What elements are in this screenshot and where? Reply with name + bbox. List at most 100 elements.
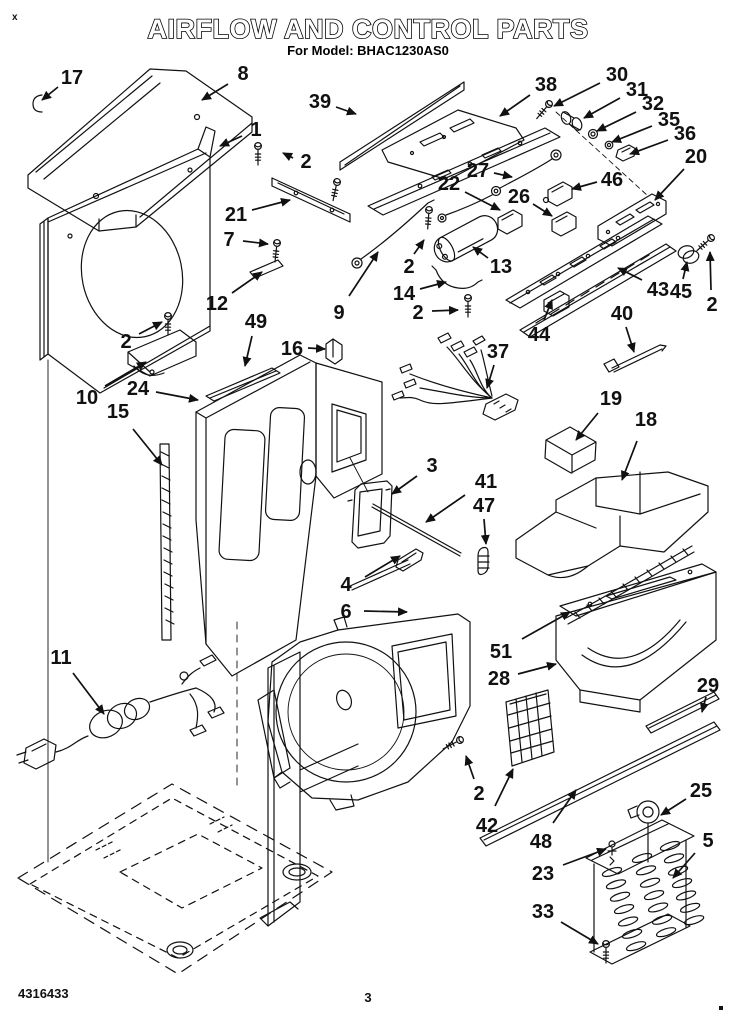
svg-text:15: 15 [107, 401, 129, 423]
part-power-cord-11 [16, 654, 225, 770]
part-partition-panel-24 [195, 354, 383, 677]
svg-text:10: 10 [76, 387, 98, 409]
callout-2-2: 2 [120, 321, 163, 353]
callout-28: 28 [488, 661, 557, 690]
callout-2-3: 2 [403, 239, 425, 278]
model-subtitle: For Model: BHAC1230AS0 [287, 43, 449, 58]
callout-43: 43 [617, 267, 669, 301]
svg-text:2: 2 [706, 294, 717, 316]
callout-7: 7 [223, 229, 269, 251]
part-cable-tie-40 [603, 344, 667, 373]
part-hardware-30-36 [533, 98, 649, 197]
svg-text:7: 7 [223, 229, 234, 251]
callout-45: 45 [670, 261, 692, 303]
callout-3: 3 [391, 455, 438, 495]
svg-text:45: 45 [670, 281, 692, 303]
svg-text:2: 2 [300, 151, 311, 173]
callout-11: 11 [50, 647, 105, 715]
part-knob-45 [677, 245, 700, 264]
callout-6: 6 [340, 601, 408, 623]
part-switch-46 [542, 181, 573, 207]
callout-5: 5 [672, 830, 714, 879]
part-bracket-21 [271, 177, 351, 223]
part-bracket-10 [127, 329, 197, 377]
svg-text:42: 42 [476, 815, 498, 837]
part-air-duct-18 [515, 471, 709, 579]
part-clip-23 [607, 840, 617, 866]
print-dot [719, 1006, 723, 1010]
svg-text:28: 28 [488, 668, 510, 690]
svg-text:33: 33 [532, 901, 554, 923]
svg-text:49: 49 [245, 311, 267, 333]
svg-text:41: 41 [475, 471, 497, 493]
svg-text:22: 22 [438, 173, 460, 195]
callout-47: 47 [473, 495, 495, 545]
part-thermostat-25 [627, 800, 660, 863]
svg-text:2: 2 [473, 783, 484, 805]
callout-48: 48 [530, 789, 577, 853]
svg-text:24: 24 [127, 378, 150, 400]
callout-46: 46 [571, 169, 623, 191]
callout-12: 12 [206, 271, 263, 315]
svg-text:4: 4 [340, 574, 352, 596]
callout-39: 39 [309, 91, 357, 116]
part-clip-4 [349, 548, 424, 591]
svg-text:2: 2 [120, 331, 131, 353]
svg-text:48: 48 [530, 831, 552, 853]
callout-25: 25 [660, 780, 712, 816]
part-seal-strip-15 [159, 443, 175, 641]
svg-text:29: 29 [697, 675, 719, 697]
callout-17: 17 [41, 67, 83, 101]
alignment-lines [47, 359, 238, 863]
callout-18: 18 [621, 409, 657, 481]
svg-text:17: 17 [61, 67, 83, 89]
svg-text:21: 21 [225, 204, 247, 226]
callout-1: 1 [219, 119, 262, 147]
callout-15: 15 [107, 401, 163, 466]
svg-text:26: 26 [508, 186, 530, 208]
callout-40: 40 [611, 303, 636, 353]
part-control-rail [505, 215, 663, 309]
callout-22: 22 [438, 173, 501, 211]
svg-text:5: 5 [702, 830, 713, 852]
callout-33: 33 [532, 901, 599, 945]
callout-29: 29 [697, 675, 719, 713]
part-tube-14 [431, 265, 483, 289]
part-rail-49 [205, 367, 281, 402]
callout-2-5: 2 [705, 251, 718, 316]
part-rod-41 [371, 503, 462, 557]
svg-text:27: 27 [467, 160, 489, 182]
catalog-number: 4316433 [18, 986, 69, 1001]
callout-16: 16 [281, 338, 326, 360]
callout-30: 30 [553, 64, 628, 107]
part-rail-39 [339, 81, 465, 171]
callout-41: 41 [425, 471, 497, 523]
callout-36: 36 [629, 123, 696, 156]
part-filter-42 [505, 689, 555, 767]
printer-corner-mark: x [12, 12, 18, 23]
svg-text:35: 35 [658, 109, 680, 131]
callout-49: 49 [242, 311, 267, 367]
part-switch-22 [497, 209, 523, 235]
callout-23: 23 [532, 847, 607, 885]
part-control-bracket-20 [597, 193, 667, 247]
callout-13: 13 [472, 246, 512, 278]
callouts: 17 8 39 38 30 31 32 35 36 20 1 2 21 27 2… [41, 63, 719, 945]
base-pan-outline [17, 783, 333, 975]
svg-text:47: 47 [473, 495, 495, 517]
callout-10: 10 [76, 361, 147, 409]
svg-text:20: 20 [685, 146, 707, 168]
page-title: AIRFLOW AND CONTROL PARTS [148, 14, 589, 44]
svg-text:38: 38 [535, 74, 557, 96]
bulkhead-lower-panel [259, 651, 359, 927]
callout-2-6: 2 [464, 755, 485, 805]
part-ground-wire-27 [437, 149, 562, 223]
svg-text:44: 44 [528, 324, 551, 346]
callout-24: 24 [127, 378, 199, 403]
svg-text:18: 18 [635, 409, 657, 431]
svg-text:31: 31 [626, 79, 648, 101]
svg-text:13: 13 [490, 256, 512, 278]
callout-21: 21 [225, 197, 291, 226]
